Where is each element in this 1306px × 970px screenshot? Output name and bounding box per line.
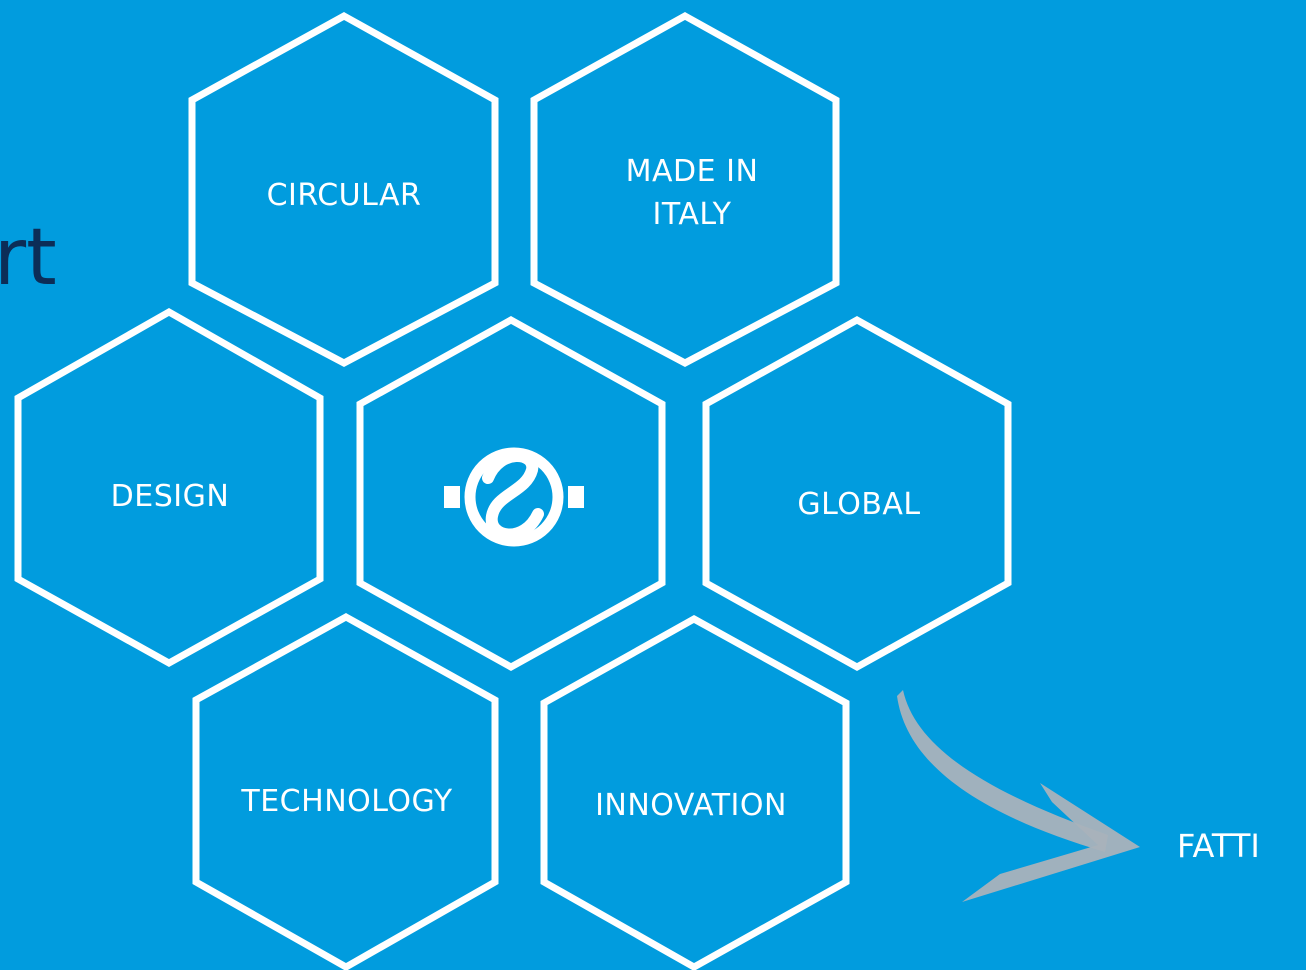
hexagon-design-label: DESIGN <box>111 479 230 514</box>
hexagon-innovation: INNOVATION <box>540 614 850 970</box>
hexagon-technology-label: TECHNOLOGY <box>240 784 452 819</box>
hexagon-made-in-italy-shape <box>530 11 840 367</box>
hexagon-circular-shape <box>188 11 499 367</box>
hexagon-innovation-shape <box>540 614 850 970</box>
hexagon-made-in-italy: MADE IN ITALY <box>530 11 840 367</box>
footer-text: FATTI <box>1177 827 1260 865</box>
hexagon-circular-label: CIRCULAR <box>267 178 422 213</box>
heading-fragment: rt <box>0 213 57 303</box>
curved-arrow-icon <box>897 690 1140 902</box>
hexagon-technology: TECHNOLOGY <box>192 612 499 970</box>
hexagon-technology-shape <box>192 612 499 970</box>
brand-logo-icon <box>444 447 584 547</box>
hexagon-global-label: GLOBAL <box>797 487 920 522</box>
hexagon-design-shape <box>14 307 324 668</box>
hexagon-made-in-italy-label-line2: ITALY <box>653 197 732 232</box>
hexagon-innovation-label: INNOVATION <box>595 788 787 823</box>
hexagon-logo <box>356 315 666 672</box>
hexagon-design: DESIGN <box>14 307 324 668</box>
hexagon-global-shape <box>702 315 1012 672</box>
hexagon-circular: CIRCULAR <box>188 11 499 367</box>
hexagon-global: GLOBAL <box>702 315 1012 672</box>
hexagon-logo-shape <box>356 315 666 672</box>
hexagon-made-in-italy-label-line1: MADE IN <box>626 154 759 189</box>
